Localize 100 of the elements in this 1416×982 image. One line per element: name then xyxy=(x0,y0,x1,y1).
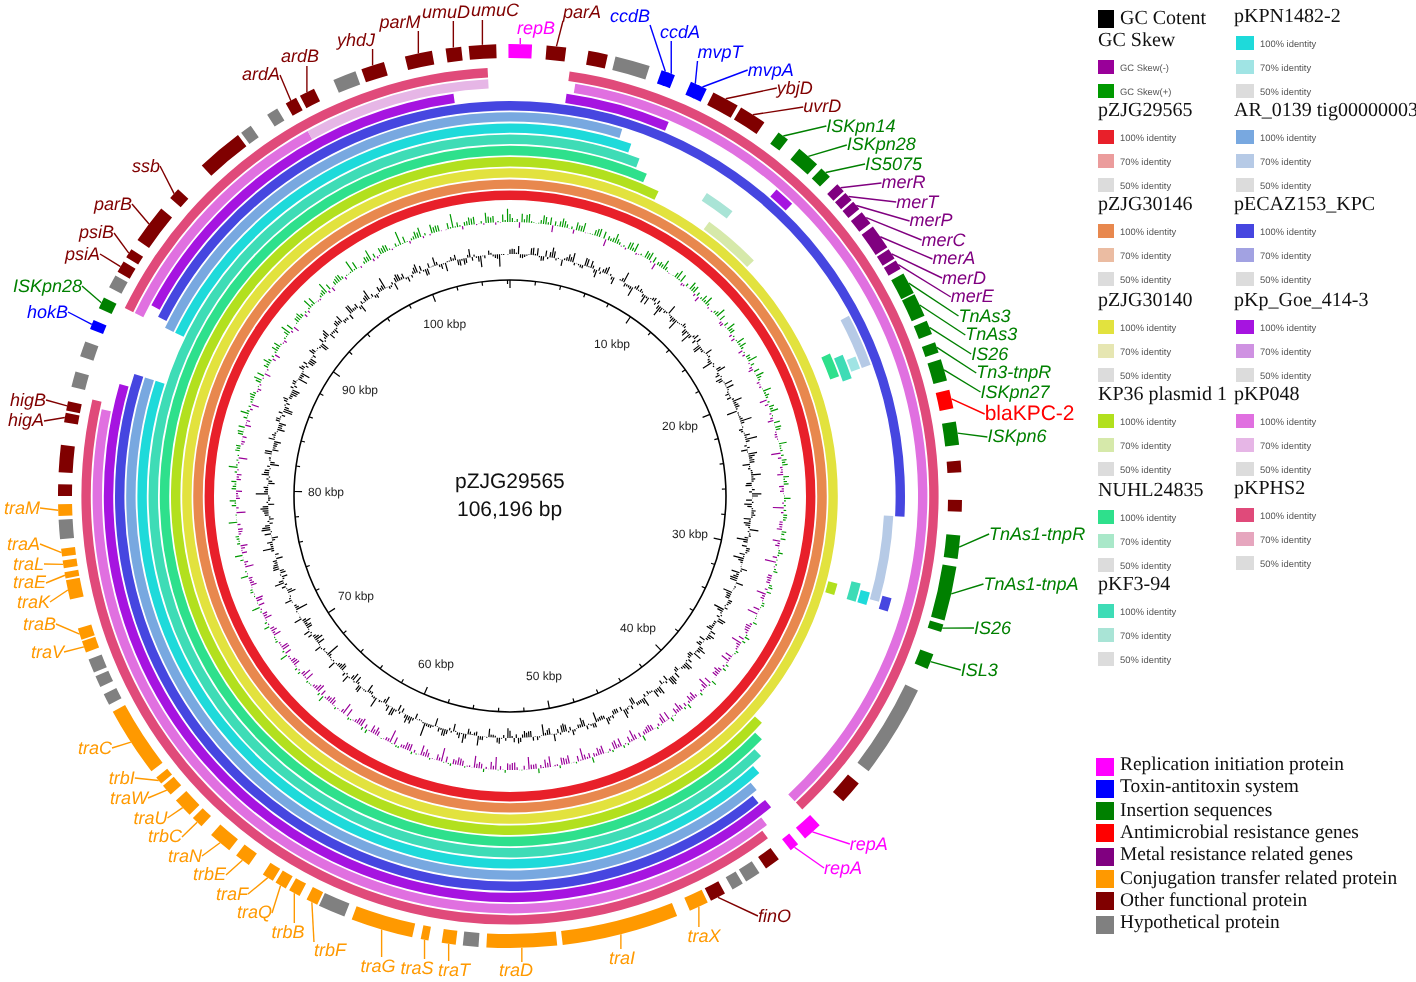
leader-line xyxy=(950,583,985,595)
gene-label: ssb xyxy=(131,157,160,175)
gene-label: umuC xyxy=(470,2,519,20)
leader-line xyxy=(43,563,64,566)
legend-label: Toxin-antitoxin system xyxy=(1120,778,1299,798)
leader-line xyxy=(447,943,450,962)
leader-line xyxy=(807,144,848,158)
gene-block xyxy=(876,249,895,266)
gene-label: TnAs3 xyxy=(965,326,1018,344)
leader-line xyxy=(839,182,883,189)
gene-label: merE xyxy=(950,288,994,306)
gene-block xyxy=(947,499,962,512)
legend-heading: pKP048 xyxy=(1234,385,1300,406)
leader-line xyxy=(81,285,103,304)
gene-label: higA xyxy=(7,412,44,430)
gene-block xyxy=(267,108,285,127)
leader-line xyxy=(225,859,244,876)
gene-label: ardA xyxy=(241,66,280,84)
gene-label: merR xyxy=(881,174,926,192)
leader-line xyxy=(521,947,523,963)
gene-block xyxy=(835,192,852,210)
gene-block xyxy=(420,925,431,941)
gene-label: traU xyxy=(133,809,168,827)
legend-heading: GC Skew xyxy=(1098,32,1176,52)
gene-label: traX xyxy=(687,927,721,945)
leader-line xyxy=(113,232,130,254)
leader-line xyxy=(417,30,420,55)
gene-label: hokB xyxy=(26,303,68,321)
gene-label: psiA xyxy=(64,245,100,263)
gene-block xyxy=(850,212,871,232)
gene-block xyxy=(285,97,303,116)
leader-line xyxy=(811,831,851,845)
leader-line xyxy=(43,416,66,422)
gene-label: parB xyxy=(93,195,132,213)
leader-line xyxy=(39,543,63,554)
gene-label: trbF xyxy=(313,942,346,960)
leader-line xyxy=(49,589,69,603)
leader-line xyxy=(928,326,972,355)
legend-heading: pZJG30146 xyxy=(1098,196,1193,217)
leader-line xyxy=(311,901,315,943)
gene-block xyxy=(943,534,961,559)
leader-line xyxy=(950,398,986,415)
gene-block xyxy=(112,705,163,772)
leader-line xyxy=(941,627,975,629)
gene-block xyxy=(935,389,954,411)
gene-label: traT xyxy=(437,961,470,979)
gene-block xyxy=(707,92,738,118)
gene-label: repA xyxy=(824,859,863,877)
gene-label: TnAs3 xyxy=(958,307,1011,325)
leader-line xyxy=(181,821,198,838)
leader-line xyxy=(847,195,897,203)
gene-block xyxy=(684,889,708,911)
leader-line xyxy=(452,20,455,49)
gene-label: traI xyxy=(608,949,635,967)
plasmid-size: 106,196 bp xyxy=(457,499,563,520)
leader-line xyxy=(67,311,93,326)
gene-label: TnAs1-tnpR xyxy=(989,525,1086,543)
leader-line xyxy=(958,533,990,548)
gene-block xyxy=(211,824,238,851)
gene-label: traQ xyxy=(236,904,272,922)
gene-label: ccdB xyxy=(609,7,650,25)
gene-label: traK xyxy=(16,593,50,611)
gene-block xyxy=(65,577,84,600)
leader-line xyxy=(943,369,982,393)
gene-label: blaKPC-2 xyxy=(984,403,1075,425)
gene-label: traB xyxy=(22,615,56,633)
gene-block xyxy=(790,148,818,175)
gene-block xyxy=(58,518,74,540)
gene-block xyxy=(170,189,189,208)
gene-label: traV xyxy=(30,643,64,661)
gene-block xyxy=(64,412,80,425)
gene-label: ardB xyxy=(280,48,319,66)
gene-block xyxy=(692,85,707,102)
gene-label: higB xyxy=(9,391,46,409)
gene-label: merP xyxy=(909,212,953,230)
gene-block xyxy=(662,72,675,89)
gene-label: ISKpn14 xyxy=(826,117,896,135)
leader-line xyxy=(99,253,122,268)
gene-label: repA xyxy=(849,835,888,853)
gene-label: yhdJ xyxy=(336,31,375,49)
leader-line xyxy=(55,623,81,635)
gene-label: TnAs1-tnpA xyxy=(983,575,1079,593)
gene-label: traC xyxy=(77,739,112,757)
leader-line xyxy=(717,896,759,917)
gene-block xyxy=(156,768,172,784)
gene-block xyxy=(289,878,307,896)
gene-block xyxy=(795,815,820,839)
leader-line xyxy=(111,741,132,749)
legend-heading: pKF3-94 xyxy=(1098,576,1171,596)
gene-label: uvrD xyxy=(803,98,842,116)
gene-label: merD xyxy=(942,269,987,287)
gene-block xyxy=(927,359,947,385)
leader-line xyxy=(793,846,825,869)
gene-block xyxy=(58,504,73,517)
leader-line xyxy=(694,60,699,85)
gene-block xyxy=(842,201,860,218)
leader-line xyxy=(279,74,292,102)
leader-line xyxy=(701,69,749,88)
leader-line xyxy=(555,20,564,48)
leader-line xyxy=(39,507,59,511)
